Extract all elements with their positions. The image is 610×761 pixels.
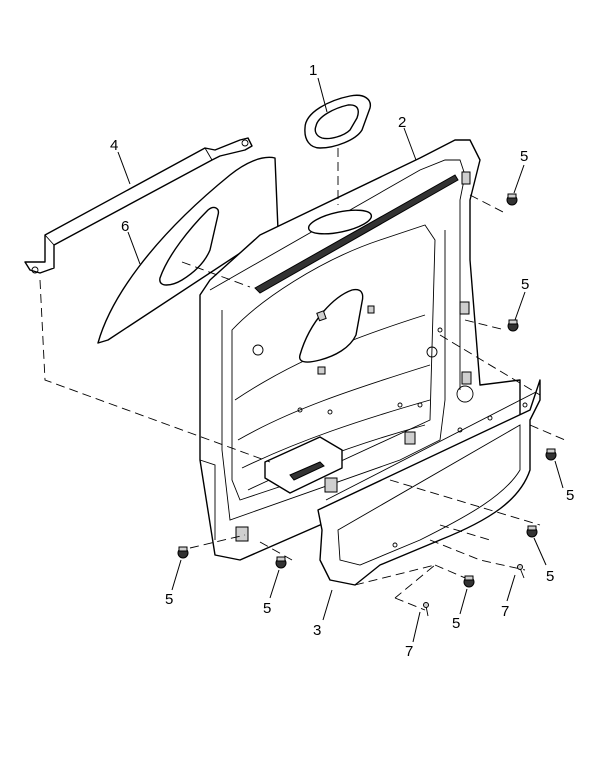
callout-3: 3 bbox=[313, 622, 321, 639]
fastener-5-bottom-left bbox=[177, 546, 189, 559]
callout-4: 4 bbox=[110, 137, 118, 154]
fastener-5-right bbox=[545, 448, 557, 461]
callout-5-right-lower: 5 bbox=[546, 568, 554, 585]
part-3-lower-trim-panel bbox=[317, 379, 541, 586]
fastener-5-right-lower bbox=[526, 525, 538, 538]
fastener-7-bottom bbox=[423, 602, 429, 617]
callout-2: 2 bbox=[398, 114, 406, 131]
callout-7-bottom: 7 bbox=[405, 643, 413, 660]
alignment-lines bbox=[39, 148, 566, 611]
part-4-deflector-bracket bbox=[24, 137, 253, 274]
callout-5-bottom-center-left: 5 bbox=[263, 600, 271, 617]
part-1-handle-bezel bbox=[304, 94, 372, 149]
fastener-7-right bbox=[517, 564, 525, 579]
callout-5-mid-right: 5 bbox=[521, 276, 529, 293]
callout-7-right: 7 bbox=[501, 603, 509, 620]
callout-6: 6 bbox=[121, 218, 129, 235]
leader-lines bbox=[117, 77, 564, 643]
callout-5-bottom-middle: 5 bbox=[452, 615, 460, 632]
fastener-5-bottom-center-left bbox=[275, 556, 287, 569]
callout-5-top-right: 5 bbox=[520, 148, 528, 165]
callouts: 1 2 3 4 5 5 5 5 5 5 5 6 7 7 bbox=[110, 62, 574, 660]
callout-5-bottom-left: 5 bbox=[165, 591, 173, 608]
fastener-5-bottom-middle bbox=[463, 575, 475, 588]
fastener-5-mid-right bbox=[507, 319, 519, 332]
fastener-5-top-right bbox=[506, 193, 518, 206]
callout-1: 1 bbox=[309, 62, 317, 79]
callout-5-right: 5 bbox=[566, 487, 574, 504]
part-6-water-deflector bbox=[97, 156, 279, 344]
